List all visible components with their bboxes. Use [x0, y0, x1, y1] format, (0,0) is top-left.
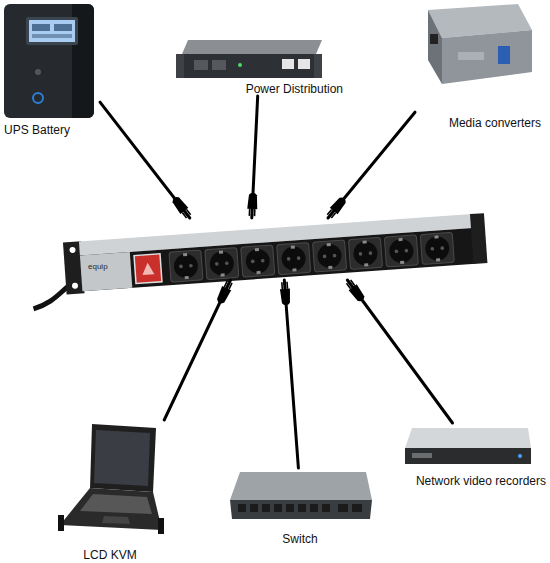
plug-prong — [331, 213, 335, 218]
device-label: LCD KVM — [55, 548, 165, 562]
device-label: Power Distribution — [178, 82, 343, 96]
media-converter-illustration — [428, 4, 532, 84]
device-node: Switch — [225, 468, 375, 546]
lcd-kvm-illustration — [58, 424, 164, 534]
plug-symbol — [215, 280, 234, 305]
nvr-illustration — [405, 428, 531, 464]
ups-illustration — [4, 4, 94, 118]
plug-body — [247, 193, 258, 209]
pdu-illustration — [176, 40, 322, 78]
plug-prong — [186, 209, 190, 215]
plug-body — [280, 289, 291, 306]
plug-body — [171, 195, 189, 214]
plug-body — [349, 284, 367, 303]
plug-body — [330, 196, 348, 215]
device-node: LCD KVM — [55, 420, 165, 563]
plug-prong — [224, 281, 227, 287]
plug-body — [215, 286, 231, 305]
plug-symbol — [171, 195, 193, 219]
plug-prong — [182, 212, 186, 218]
brand-logo: equip — [88, 262, 108, 271]
device-node: UPS Battery — [0, 0, 100, 140]
power-cord — [347, 280, 452, 423]
device-label: Switch — [225, 532, 375, 546]
device-node: Network video recorders — [405, 423, 550, 488]
plug-symbol — [325, 196, 347, 220]
device-node: Media converters — [415, 0, 550, 130]
plug-prong — [286, 282, 288, 289]
plug-prong — [229, 283, 232, 289]
plug-symbol — [247, 193, 258, 216]
power-strip-illustration — [29, 213, 488, 309]
power-cord — [328, 112, 415, 218]
power-cord — [252, 96, 258, 218]
power-strip: equip — [62, 218, 484, 280]
power-cord — [164, 280, 230, 420]
device-label: Media converters — [415, 116, 541, 130]
plug-prong — [351, 280, 355, 286]
power-cord — [100, 102, 190, 218]
plug-prong — [281, 282, 283, 289]
plug-prong — [346, 283, 350, 289]
plug-symbol — [279, 282, 291, 306]
device-node: Power Distribution — [178, 38, 348, 96]
plug-prong — [249, 209, 251, 216]
device-label: UPS Battery — [4, 123, 100, 137]
switch-illustration — [230, 472, 372, 519]
device-label: Network video recorders — [405, 474, 546, 488]
plug-prong — [254, 209, 256, 216]
power-cord — [284, 280, 298, 468]
plug-prong — [327, 209, 331, 214]
plug-symbol — [345, 279, 367, 303]
